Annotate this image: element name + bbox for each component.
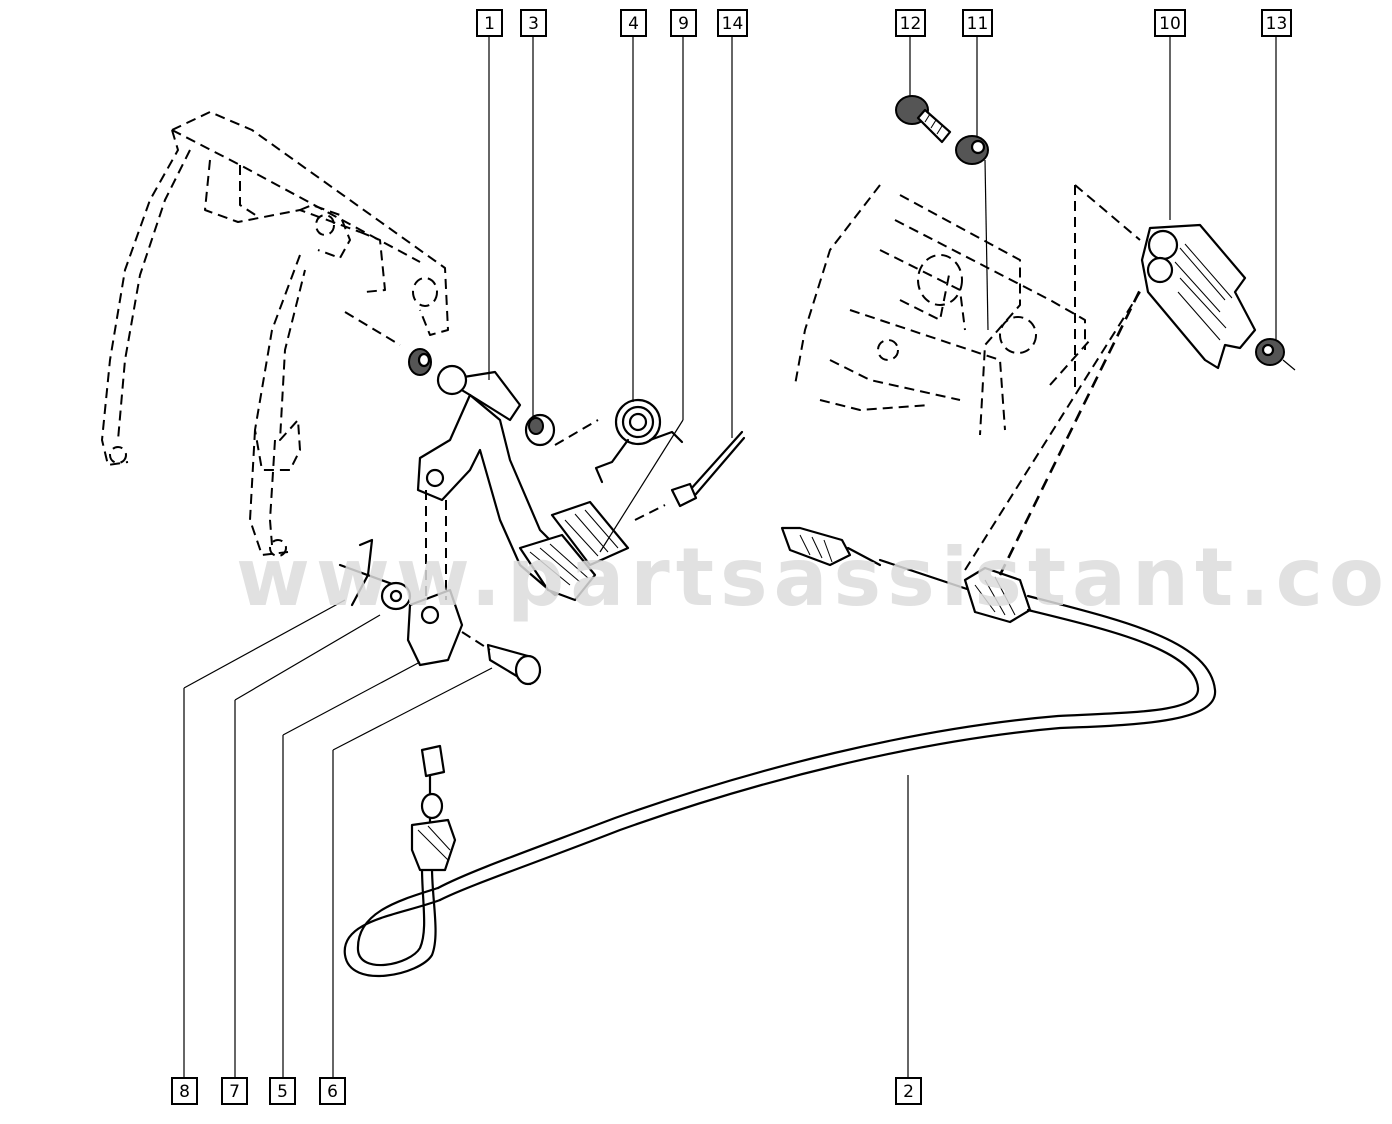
callout-label: 5	[277, 1082, 288, 1102]
callout-1: 1	[476, 9, 503, 37]
callout-label: 4	[628, 14, 639, 34]
clutch-cable	[343, 526, 1217, 978]
callout-label: 14	[722, 14, 744, 34]
watermark-text: www.partsassistant.com	[236, 531, 1392, 624]
nut-13	[1255, 338, 1296, 371]
bushing-3	[524, 413, 556, 447]
callout-11: 11	[962, 9, 993, 37]
callout-label: 10	[1159, 14, 1181, 34]
callout-4: 4	[620, 9, 647, 37]
callout-5: 5	[269, 1077, 296, 1105]
return-spring	[554, 398, 684, 484]
pedal-stop-pin	[670, 430, 746, 508]
callout-label: 3	[528, 14, 539, 34]
pivot-bushing	[408, 348, 432, 376]
clevis-assembly	[338, 490, 542, 686]
callout-label: 8	[179, 1082, 190, 1102]
clutch-pedal-arm	[416, 364, 597, 602]
callout-label: 2	[903, 1082, 914, 1102]
callout-label: 1	[484, 14, 495, 34]
pedal-bracket	[101, 111, 449, 557]
callout-6: 6	[319, 1077, 346, 1105]
callout-label: 6	[327, 1082, 338, 1102]
callout-10: 10	[1154, 9, 1186, 37]
cable-bracket	[1140, 223, 1257, 370]
callout-7: 7	[221, 1077, 248, 1105]
leader-lines	[183, 36, 1277, 1078]
callout-14: 14	[717, 9, 748, 37]
callout-3: 3	[520, 9, 547, 37]
callout-label: 7	[229, 1082, 240, 1102]
callout-9: 9	[670, 9, 697, 37]
callout-8: 8	[171, 1077, 198, 1105]
callout-2: 2	[895, 1077, 922, 1105]
firewall-bracket	[794, 184, 1141, 436]
callout-label: 13	[1266, 14, 1288, 34]
assembly-lines	[964, 289, 1142, 576]
nut-11	[955, 135, 989, 165]
bolt-12	[895, 95, 952, 144]
callout-13: 13	[1261, 9, 1292, 37]
callout-label: 11	[967, 14, 989, 34]
callout-12: 12	[895, 9, 926, 37]
callout-label: 9	[678, 14, 689, 34]
pedal-pad	[550, 500, 666, 567]
callout-label: 12	[900, 14, 922, 34]
